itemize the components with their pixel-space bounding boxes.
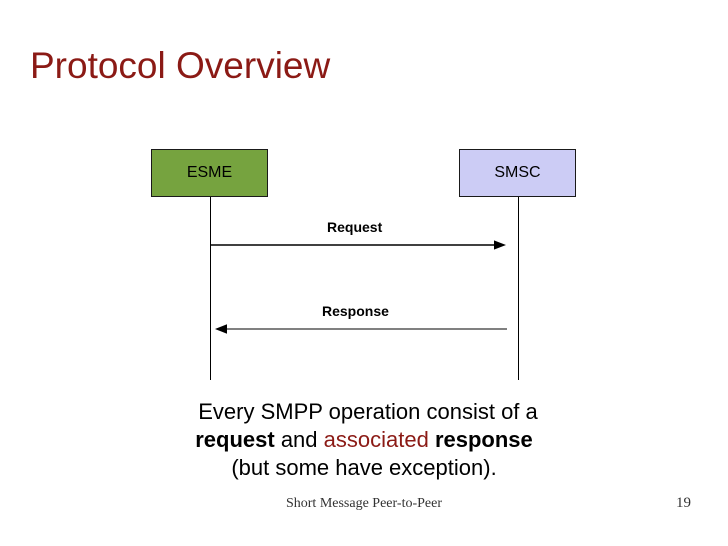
- body-paragraph: Every SMPP operation consist of a reques…: [0, 398, 728, 482]
- page-number: 19: [676, 495, 691, 511]
- sequence-diagram: ESME SMSC Request Response: [151, 149, 576, 380]
- body-line-2-and: and: [274, 427, 324, 452]
- node-esme: ESME: [151, 149, 268, 197]
- lifeline-esme: [210, 197, 211, 380]
- body-line-2-response: response: [428, 427, 533, 452]
- lifeline-smsc: [518, 197, 519, 380]
- message-label-request: Request: [327, 219, 383, 235]
- message-label-response: Response: [322, 303, 389, 319]
- message-arrow-request: [211, 240, 507, 250]
- page-title: Protocol Overview: [30, 45, 331, 86]
- node-esme-label: ESME: [186, 164, 233, 181]
- body-line-2-associated: associated: [323, 427, 429, 452]
- node-smsc: SMSC: [459, 149, 576, 197]
- arrow-left-icon: [215, 324, 507, 334]
- body-line-2-request: request: [195, 427, 275, 452]
- arrow-right-icon: [211, 240, 506, 250]
- body-line-3: (but some have exception).: [231, 455, 497, 480]
- body-line-2: request and associated response: [0, 426, 728, 454]
- body-line-1: Every SMPP operation consist of a: [198, 399, 538, 424]
- node-smsc-label: SMSC: [494, 164, 541, 181]
- message-arrow-response: [215, 324, 507, 334]
- footer-note: Short Message Peer-to-Peer: [285, 496, 442, 511]
